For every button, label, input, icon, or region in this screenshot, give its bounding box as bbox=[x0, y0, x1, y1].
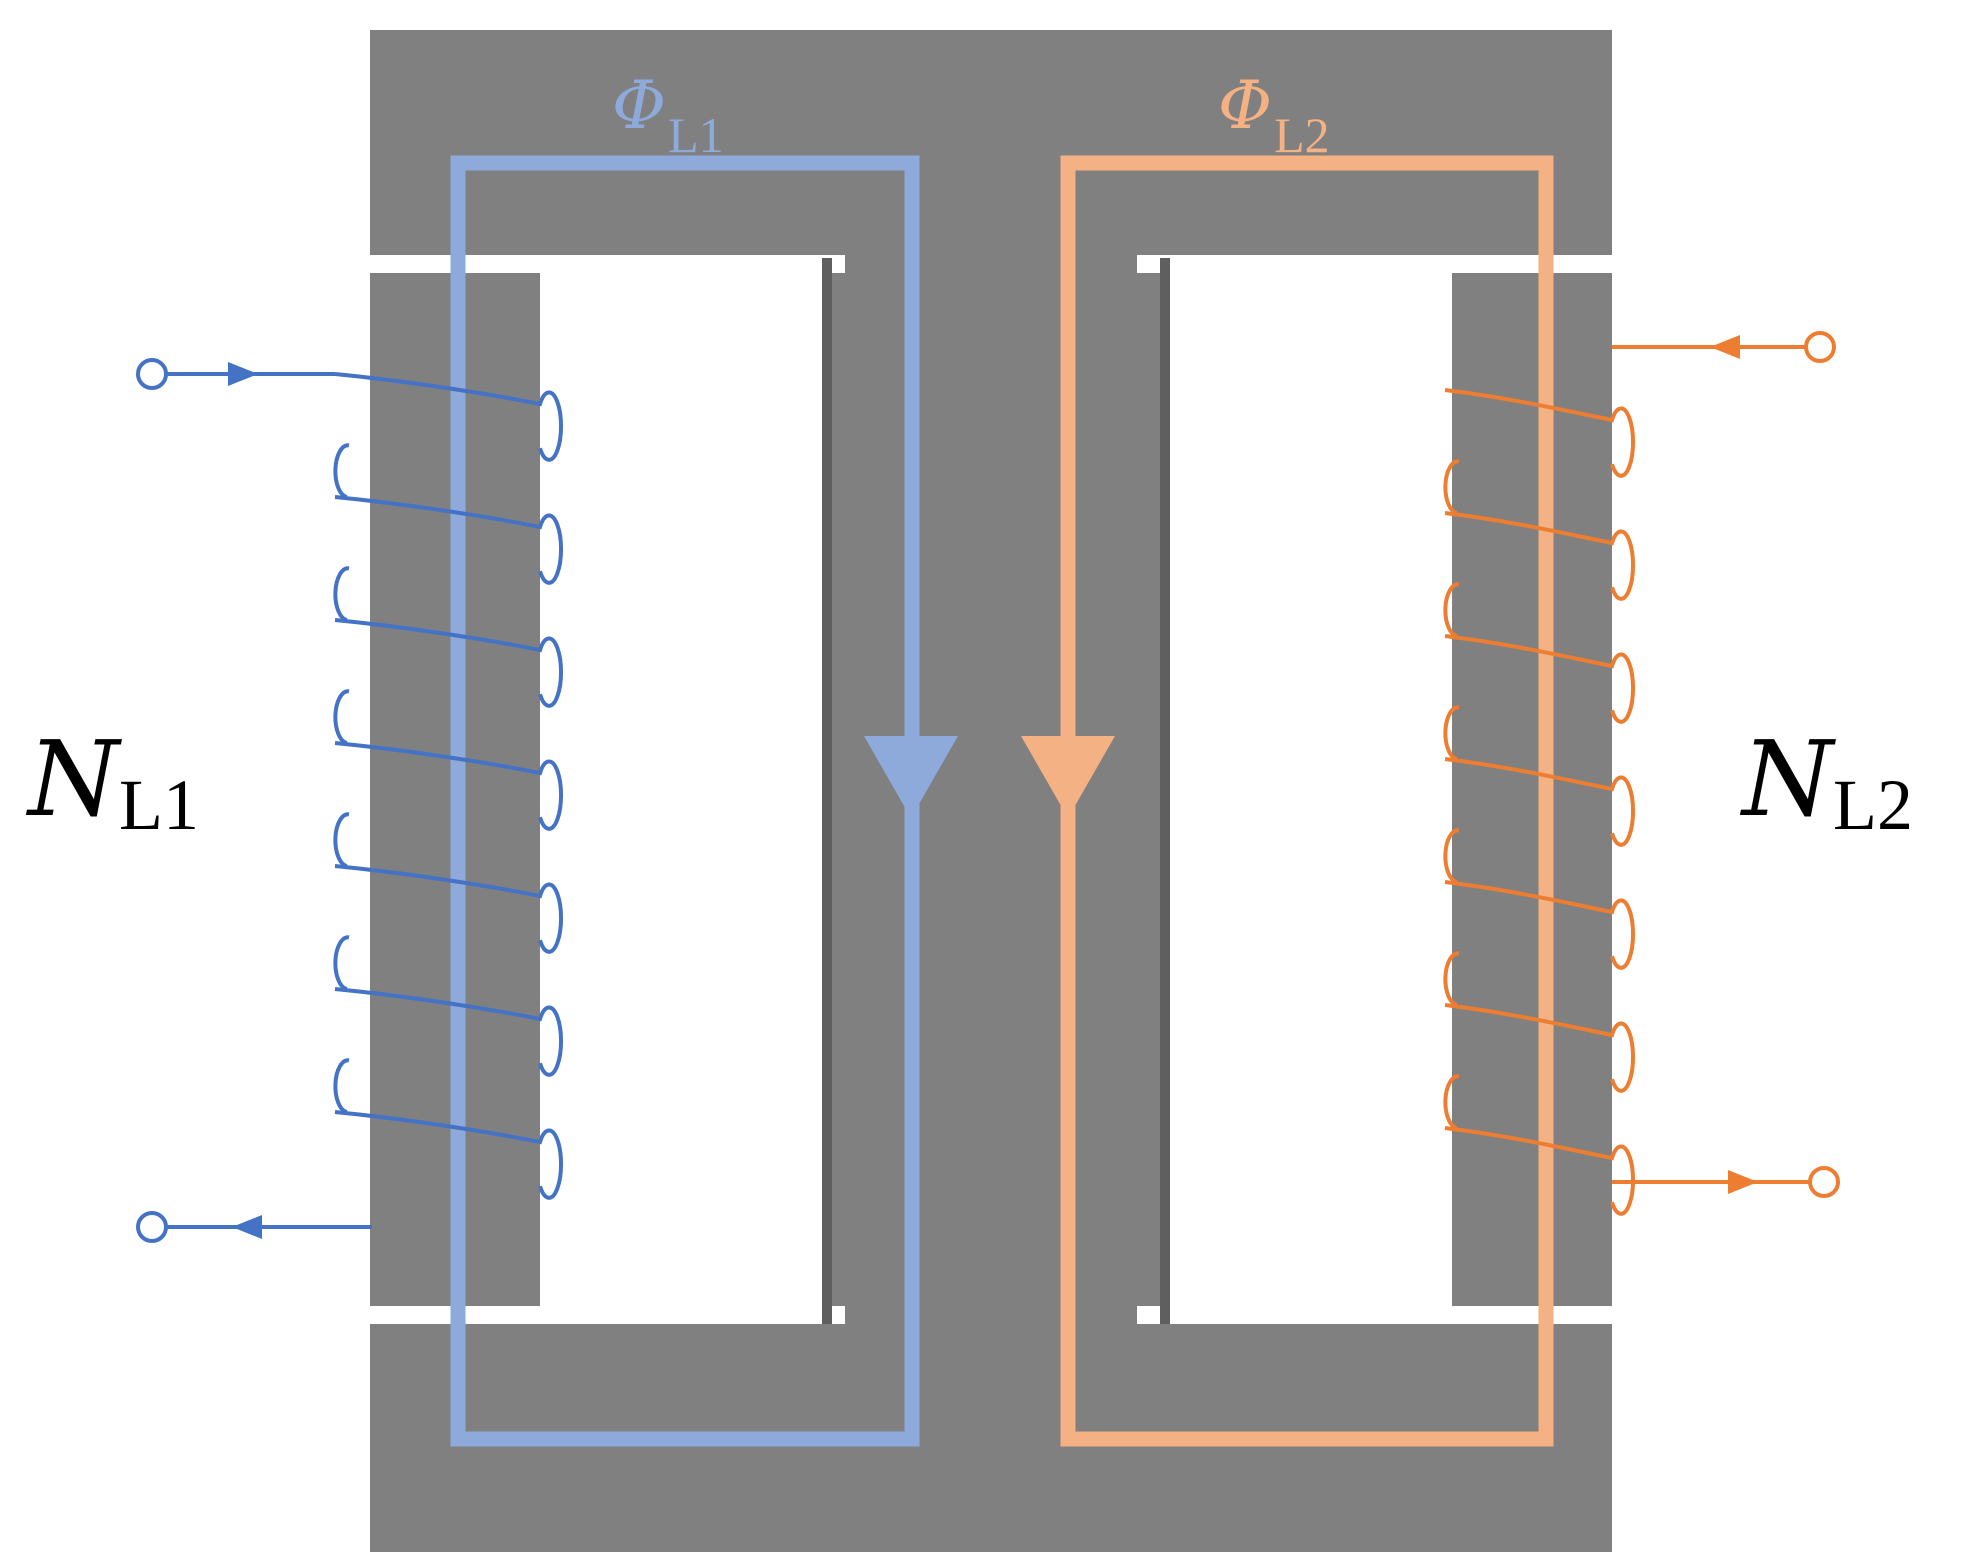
coil-turn bbox=[334, 618, 564, 708]
winding-label-l1: NL1 bbox=[25, 718, 199, 845]
flux-label-l2: ΦL2 bbox=[1218, 67, 1330, 163]
transformer-core bbox=[365, 30, 1617, 1552]
flux-loop-l1 bbox=[450, 155, 920, 1447]
coil-turn bbox=[334, 372, 564, 462]
coil-turn bbox=[1444, 757, 1636, 847]
coil-turn bbox=[1444, 511, 1636, 601]
coil-turn bbox=[334, 741, 564, 831]
coil-turn bbox=[1444, 388, 1636, 478]
arrow-head-icon bbox=[1710, 335, 1740, 359]
flux-loop-l2 bbox=[1060, 155, 1554, 1447]
winding-l2 bbox=[1443, 331, 1840, 1216]
arrow-head-icon bbox=[228, 362, 258, 386]
coil-turn-back bbox=[333, 935, 350, 991]
coil-turn-back bbox=[1443, 459, 1460, 515]
flux-path-l2 bbox=[1021, 155, 1554, 1447]
coil-turn-back bbox=[1443, 951, 1460, 1007]
core-window-left-edge bbox=[822, 258, 832, 1324]
coil-turn-back bbox=[333, 566, 350, 622]
coil-turn-back bbox=[1443, 828, 1460, 884]
flux-label-l1: ΦL1 bbox=[612, 67, 724, 163]
coil-turn bbox=[1444, 1126, 1636, 1216]
coil-turn-back bbox=[333, 812, 350, 868]
flux-path-l1 bbox=[450, 155, 958, 1447]
coil-turn bbox=[1444, 1003, 1636, 1093]
core-window-left bbox=[540, 258, 830, 1324]
coil-turn-back bbox=[333, 689, 350, 745]
coil-turn-back bbox=[1443, 705, 1460, 761]
coil-turn bbox=[334, 864, 564, 954]
coil-turn-back bbox=[1443, 1074, 1460, 1130]
coil-turn bbox=[334, 987, 564, 1077]
arrow-head-icon bbox=[232, 1215, 262, 1239]
coil-turn bbox=[334, 495, 564, 585]
terminal-circle-icon[interactable] bbox=[136, 358, 168, 390]
coil-turn bbox=[334, 1110, 564, 1200]
coil-turn-back bbox=[1443, 582, 1460, 638]
arrow-head-icon bbox=[1728, 1170, 1758, 1194]
coil-turn bbox=[1444, 880, 1636, 970]
winding-label-l2: NL2 bbox=[1739, 718, 1913, 845]
core-window-right-edge bbox=[1160, 258, 1170, 1324]
flux-arrow-l1-icon bbox=[864, 736, 958, 818]
terminal-circle-icon[interactable] bbox=[1808, 1166, 1840, 1198]
terminal-circle-icon[interactable] bbox=[136, 1211, 168, 1243]
core-window-right bbox=[1162, 258, 1452, 1324]
coil-turn bbox=[1444, 634, 1636, 724]
terminal-circle-icon[interactable] bbox=[1804, 331, 1836, 363]
coil-turn-back bbox=[333, 443, 350, 499]
coil-turn-back bbox=[333, 1058, 350, 1114]
winding-l1 bbox=[136, 358, 564, 1243]
flux-arrow-l2-icon bbox=[1021, 736, 1115, 818]
